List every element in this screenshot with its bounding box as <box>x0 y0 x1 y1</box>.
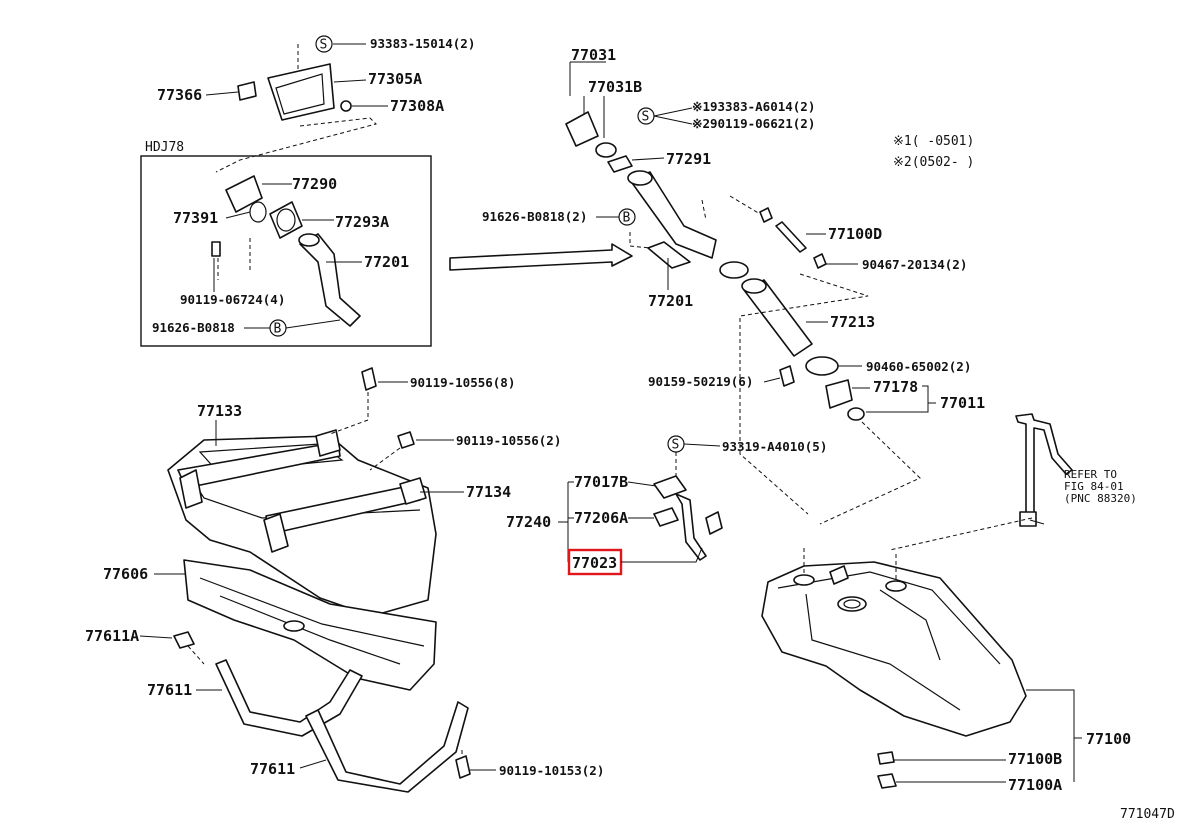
label-90119-10153[interactable]: 90119-10153(2) <box>499 763 604 778</box>
variant-box-title: HDJ78 <box>145 140 184 155</box>
label-77133[interactable]: 77133 <box>197 402 242 420</box>
plug-part-77100A[interactable] <box>877 773 897 789</box>
label-90119-10556-a[interactable]: 90119-10556(8) <box>410 375 515 390</box>
note-2: ※2(0502- ) <box>893 155 974 170</box>
label-77240[interactable]: 77240 <box>506 513 551 531</box>
diagram-code: 771047D <box>1120 807 1175 822</box>
cap-ring-part-77031B[interactable] <box>595 142 617 158</box>
bolt-part-90159[interactable] <box>779 365 795 387</box>
svg-text:B: B <box>274 322 282 337</box>
ref-line-3: (PNC 88320) <box>1064 492 1137 505</box>
arrow-icon <box>449 243 633 271</box>
gasket-part-77293A[interactable] <box>269 201 303 239</box>
washer-part-77100B[interactable] <box>877 751 895 765</box>
label-90460-65002[interactable]: 90460-65002(2) <box>866 359 971 374</box>
gasket-part-77291[interactable] <box>607 155 633 173</box>
label-77305A[interactable]: 77305A <box>368 70 422 88</box>
symbol-s-icon: S <box>667 435 685 453</box>
clip-part[interactable] <box>759 207 773 223</box>
fuel-tank-left-view <box>167 367 471 793</box>
label-77100[interactable]: 77100 <box>1086 730 1131 748</box>
svg-text:S: S <box>672 438 680 453</box>
hose-clamp-part-90460[interactable] <box>805 356 839 376</box>
fuel-sender-gauge-ref[interactable] <box>1015 413 1073 523</box>
label-77201-main[interactable]: 77201 <box>648 292 693 310</box>
strap-bolt-part-77611A[interactable] <box>173 631 195 649</box>
label-93383-15014[interactable]: 93383-15014(2) <box>370 36 475 51</box>
label-91626-B0818-inner[interactable]: 91626-B0818 <box>152 320 235 335</box>
fuel-tank-part-77100[interactable] <box>761 561 1027 737</box>
label-77291[interactable]: 77291 <box>666 150 711 168</box>
sender-part-77023[interactable] <box>675 493 707 561</box>
ref-line-1: REFER TO <box>1064 468 1117 481</box>
label-77201-inner[interactable]: 77201 <box>364 253 409 271</box>
label-90467-20134[interactable]: 90467-20134(2) <box>862 257 967 272</box>
label-77100D[interactable]: 77100D <box>828 225 882 243</box>
bolt-part-90119-06724[interactable] <box>211 241 221 257</box>
label-290119-06621[interactable]: ※290119-06621(2) <box>692 116 815 131</box>
bolt-part-90119-10153[interactable] <box>455 755 471 779</box>
lid-bushing-part-77308A[interactable] <box>340 100 352 112</box>
filler-cap-part-77290[interactable] <box>225 175 263 213</box>
gauge-plate-part-77017B[interactable] <box>653 475 687 499</box>
label-77611-b[interactable]: 77611 <box>250 760 295 778</box>
label-90119-10556-b[interactable]: 90119-10556(2) <box>456 433 561 448</box>
bolt-part-90119-10556-b[interactable] <box>397 431 415 449</box>
tank-strap-part-77611-left[interactable] <box>215 659 363 737</box>
lid-hinge-part-77366[interactable] <box>237 81 257 101</box>
label-91626-B0818-main[interactable]: 91626-B0818(2) <box>482 209 587 224</box>
svg-text:B: B <box>623 211 631 226</box>
label-90159-50219[interactable]: 90159-50219(6) <box>648 374 753 389</box>
filler-cap-part-77031[interactable] <box>565 111 599 147</box>
filler-neck-part-77201-inner[interactable] <box>299 233 361 327</box>
symbol-s-icon: S <box>637 107 655 125</box>
hdj78-parts <box>211 175 361 327</box>
fuel-lid-part-77305A[interactable] <box>267 63 335 121</box>
label-77293A[interactable]: 77293A <box>335 213 389 231</box>
breather-hose-part-77100D[interactable] <box>775 221 807 253</box>
gasket-part-77206A[interactable] <box>653 507 679 527</box>
label-77213[interactable]: 77213 <box>830 313 875 331</box>
svg-text:S: S <box>320 38 328 53</box>
label-77023[interactable]: 77023 <box>572 554 617 572</box>
bolt-part-90119-10556-a[interactable] <box>361 367 377 391</box>
label-77011[interactable]: 77011 <box>940 394 985 412</box>
label-90119-06724[interactable]: 90119-06724(4) <box>180 292 285 307</box>
label-77308A[interactable]: 77308A <box>390 97 444 115</box>
label-77391[interactable]: 77391 <box>173 209 218 227</box>
label-77031B[interactable]: 77031B <box>588 78 642 96</box>
fuel-tank-right-view <box>761 548 1027 789</box>
label-77100B[interactable]: 77100B <box>1008 750 1062 768</box>
label-77606[interactable]: 77606 <box>103 565 148 583</box>
symbol-s-icon: S <box>315 35 333 53</box>
label-193383-A6014[interactable]: ※193383-A6014(2) <box>692 99 815 114</box>
label-77100A[interactable]: 77100A <box>1008 776 1062 794</box>
label-77017B[interactable]: 77017B <box>574 473 628 491</box>
filler-neck-part-77201-main[interactable] <box>629 171 717 259</box>
tank-strap-part-77611-right[interactable] <box>305 701 469 793</box>
label-77611-a[interactable]: 77611 <box>147 681 192 699</box>
symbol-b-icon: B <box>618 208 636 226</box>
note-1: ※1( -0501) <box>893 134 974 149</box>
clip-part-90467[interactable] <box>813 253 827 269</box>
protector-part-77606[interactable] <box>183 559 437 691</box>
label-77031[interactable]: 77031 <box>571 46 616 64</box>
svg-text:S: S <box>642 110 650 125</box>
label-77290[interactable]: 77290 <box>292 175 337 193</box>
label-77134[interactable]: 77134 <box>466 483 511 501</box>
label-77206A[interactable]: 77206A <box>574 509 628 527</box>
label-93319-A4010[interactable]: 93319-A4010(5) <box>722 439 827 454</box>
label-77366[interactable]: 77366 <box>157 86 202 104</box>
pipe-part-77178[interactable] <box>825 379 853 409</box>
label-77611A[interactable]: 77611A <box>85 627 139 645</box>
hdj78-variant-box <box>140 155 432 347</box>
symbol-b-icon: B <box>269 319 287 337</box>
hose-clamp-part[interactable] <box>719 261 749 279</box>
fuel-lid-group: S <box>215 35 377 173</box>
ref-line-2: FIG 84-01 <box>1064 480 1124 493</box>
label-77178[interactable]: 77178 <box>873 378 918 396</box>
